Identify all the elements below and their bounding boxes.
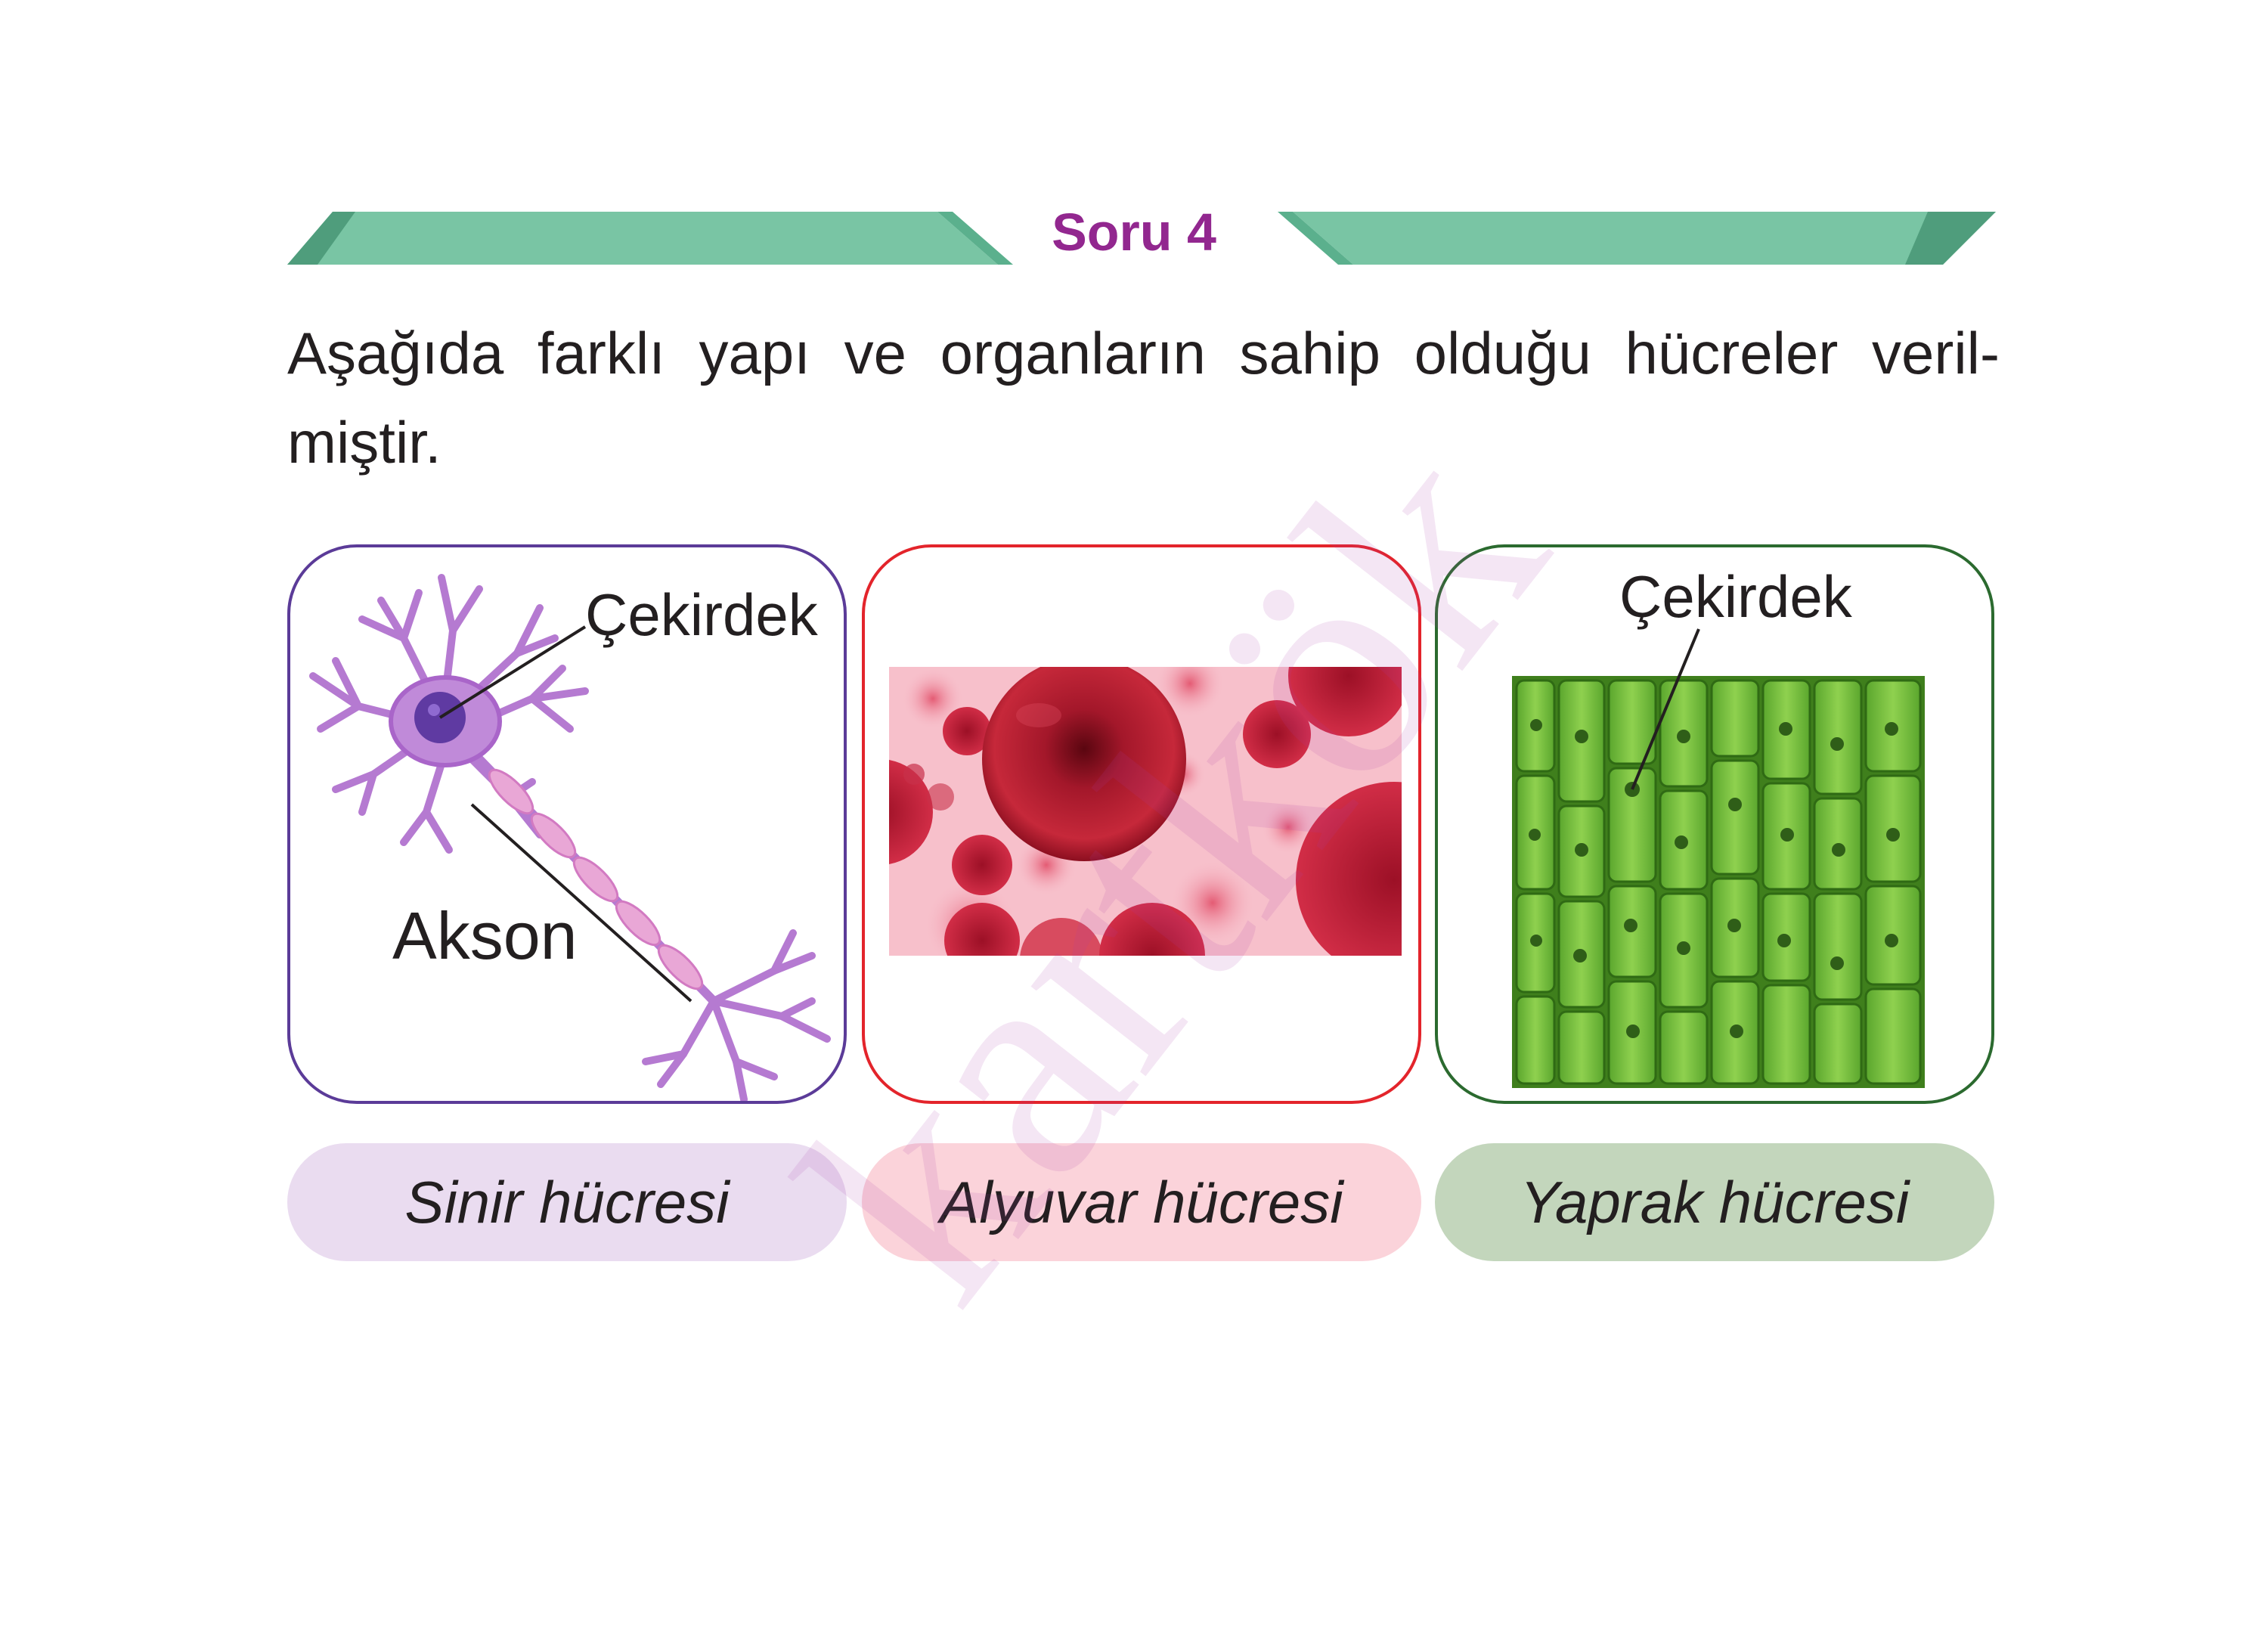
red-blood-cell-illustration bbox=[889, 667, 1402, 956]
nerve-cell-illustration bbox=[309, 574, 831, 1101]
caption-nerve-cell: Sinir hücresi bbox=[287, 1143, 847, 1261]
caption-leaf-cell: Yaprak hücresi bbox=[1435, 1143, 1994, 1261]
nerve-cell-card: Çekirdek Akson bbox=[287, 544, 847, 1104]
header-ribbon bbox=[287, 204, 1996, 269]
blood-cell-card bbox=[862, 544, 1421, 1104]
leaf-cell-card: Çekirdek bbox=[1435, 544, 1994, 1104]
nucleus-label-leaf: Çekirdek bbox=[1619, 563, 1852, 630]
ribbon-graphic bbox=[287, 212, 1996, 265]
caption-red-blood-cell: Alyuvar hücresi bbox=[862, 1143, 1421, 1261]
question-line-1: Aşağıda farklı yapı ve organların sahip … bbox=[287, 320, 2000, 386]
nucleus-label-nerve: Çekirdek bbox=[585, 581, 818, 648]
axon-label: Akson bbox=[392, 898, 578, 973]
leaf-cell-illustration bbox=[1512, 628, 1925, 1088]
question-text: Aşağıda farklı yapı ve organların sahip … bbox=[287, 308, 2000, 487]
question-title: Soru 4 bbox=[1052, 203, 1216, 262]
question-line-2: miştir. bbox=[287, 409, 442, 476]
